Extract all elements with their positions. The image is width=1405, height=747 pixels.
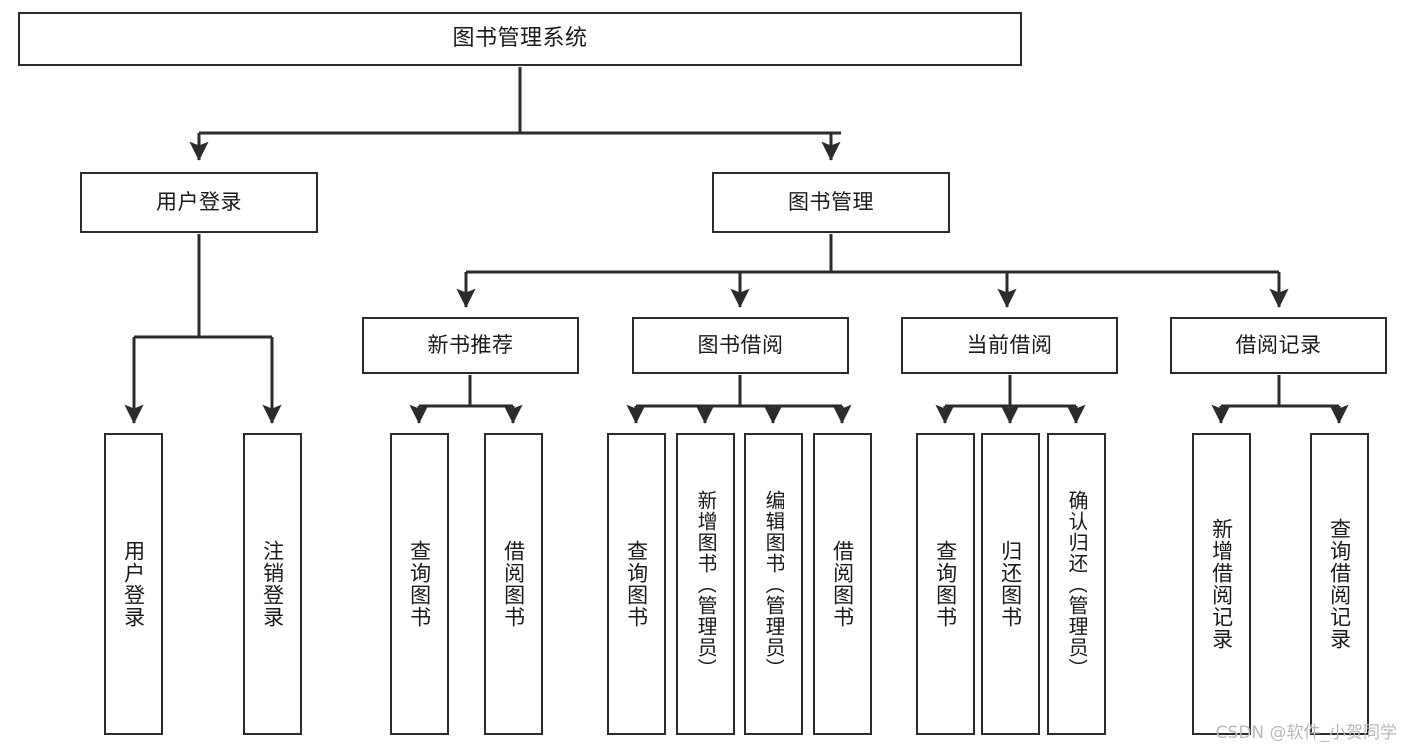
leaf-return-book[interactable]: 归还图书	[981, 433, 1040, 735]
node-borrow-record[interactable]: 借阅记录	[1170, 317, 1387, 374]
leaf-borrow-book-2[interactable]: 借阅图书	[813, 433, 872, 735]
node-book-management[interactable]: 图书管理	[712, 172, 950, 233]
leaf-query-record-label: 查询借阅记录	[1328, 518, 1351, 650]
leaf-query-book-2[interactable]: 查询图书	[607, 433, 666, 735]
node-book-borrow-label: 图书借阅	[697, 333, 784, 358]
leaf-add-record[interactable]: 新增借阅记录	[1192, 433, 1251, 735]
leaf-query-book-1-label: 查询图书	[408, 540, 431, 628]
leaf-query-book-1[interactable]: 查询图书	[390, 433, 449, 735]
leaf-user-login-label: 用户登录	[122, 540, 145, 628]
leaf-logout-label: 注销登录	[261, 540, 284, 628]
leaf-edit-book-label: 编辑图书（管理员）	[762, 489, 785, 679]
node-current-borrow-label: 当前借阅	[966, 333, 1053, 358]
leaf-query-book-3[interactable]: 查询图书	[916, 433, 975, 735]
node-new-book-recommend[interactable]: 新书推荐	[362, 317, 579, 374]
leaf-confirm-return[interactable]: 确认归还（管理员）	[1047, 433, 1106, 735]
node-user-login-label: 用户登录	[156, 190, 242, 215]
node-user-login[interactable]: 用户登录	[80, 172, 318, 233]
node-root-label: 图书管理系统	[452, 26, 588, 52]
leaf-user-login[interactable]: 用户登录	[104, 433, 163, 735]
leaf-return-book-label: 归还图书	[999, 540, 1022, 628]
leaf-borrow-book-1-label: 借阅图书	[502, 540, 525, 628]
csdn-watermark: CSDN @软件_小贺同学	[1215, 723, 1397, 743]
leaf-query-record[interactable]: 查询借阅记录	[1310, 433, 1369, 735]
node-borrow-record-label: 借阅记录	[1235, 333, 1322, 358]
leaf-borrow-book-2-label: 借阅图书	[831, 540, 854, 628]
leaf-query-book-3-label: 查询图书	[934, 540, 957, 628]
node-new-book-recommend-label: 新书推荐	[427, 333, 514, 358]
node-current-borrow[interactable]: 当前借阅	[901, 317, 1118, 374]
leaf-add-book[interactable]: 新增图书（管理员）	[676, 433, 735, 735]
leaf-add-book-label: 新增图书（管理员）	[694, 489, 717, 679]
node-book-management-label: 图书管理	[788, 190, 874, 215]
leaf-confirm-return-label: 确认归还（管理员）	[1065, 489, 1088, 679]
node-book-borrow[interactable]: 图书借阅	[632, 317, 849, 374]
leaf-add-record-label: 新增借阅记录	[1210, 518, 1233, 650]
leaf-edit-book[interactable]: 编辑图书（管理员）	[744, 433, 803, 735]
node-root[interactable]: 图书管理系统	[18, 12, 1022, 66]
leaf-borrow-book-1[interactable]: 借阅图书	[484, 433, 543, 735]
leaf-query-book-2-label: 查询图书	[625, 540, 648, 628]
leaf-logout[interactable]: 注销登录	[243, 433, 302, 735]
